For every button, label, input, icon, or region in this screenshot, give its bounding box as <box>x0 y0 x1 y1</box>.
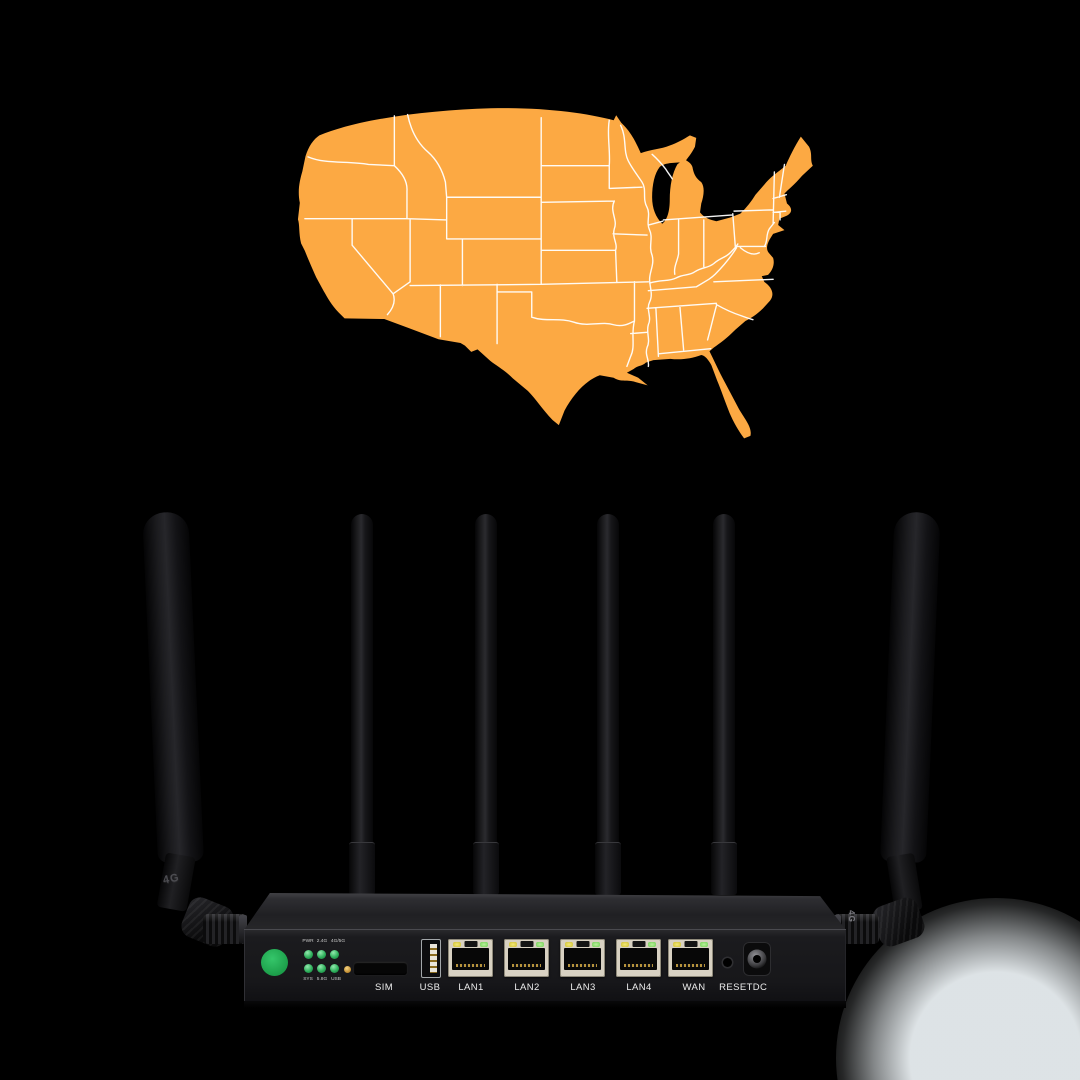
usa-map <box>245 95 850 480</box>
led-label-4g5g: 4G/5G <box>330 938 346 944</box>
led-label-pwr: PWR <box>302 938 314 944</box>
lan4-port[interactable] <box>616 939 661 977</box>
led-sys <box>304 964 313 973</box>
rod-antenna-3 <box>595 514 621 895</box>
lan1-latch <box>464 941 477 947</box>
lan1-activity-led <box>453 942 461 947</box>
usa-map-svg <box>297 108 813 439</box>
port-label-wan: WAN <box>682 982 706 993</box>
lan1-port[interactable] <box>448 939 493 977</box>
port-label-lan1: LAN1 <box>458 982 484 993</box>
port-label-dc: DC <box>752 982 768 993</box>
led-label-usb2: USB <box>331 976 341 982</box>
led-label-24g: 2.4G <box>316 938 328 944</box>
lan4-activity-led <box>621 942 629 947</box>
lan2-port[interactable] <box>504 939 549 977</box>
lan3-latch <box>576 941 589 947</box>
port-label-usb: USB <box>419 982 441 993</box>
rod-antenna-1 <box>349 514 375 895</box>
lan2-link-led <box>536 942 544 947</box>
wan-activity-led <box>673 942 681 947</box>
led-58g <box>317 964 326 973</box>
paddle-antenna-right <box>880 511 941 863</box>
usb-port[interactable] <box>421 939 441 978</box>
lan3-port[interactable] <box>560 939 605 977</box>
lan3-activity-led <box>565 942 573 947</box>
dc-power-jack[interactable] <box>743 942 771 976</box>
lan4-pins <box>624 964 653 967</box>
port-label-sim: SIM <box>374 982 394 993</box>
led-4g5g <box>330 950 339 959</box>
port-label-reset: RESET <box>719 982 753 993</box>
wan-link-led <box>700 942 708 947</box>
antenna-4g-marking-right: 4G <box>846 910 856 923</box>
lan1-link-led <box>480 942 488 947</box>
lan4-latch <box>632 941 645 947</box>
led-label-58g: 5.8G <box>316 976 328 982</box>
lan2-pins <box>512 964 541 967</box>
sim-status-led <box>344 966 351 973</box>
paddle-antenna-left <box>142 511 204 864</box>
sim-card-slot[interactable] <box>354 962 407 975</box>
router-bottom-edge <box>244 1001 846 1008</box>
usa-map-fill <box>297 108 813 439</box>
lan3-pins <box>568 964 597 967</box>
wan-pins <box>676 964 705 967</box>
led-usb <box>330 964 339 973</box>
usa-state-borders <box>304 113 788 368</box>
rod-antenna-2 <box>473 514 499 895</box>
power-indicator-circle <box>261 949 288 976</box>
port-label-lan3: LAN3 <box>570 982 596 993</box>
wan-port[interactable] <box>668 939 713 977</box>
rod-antenna-4 <box>711 514 737 895</box>
led-24g <box>317 950 326 959</box>
lan3-link-led <box>592 942 600 947</box>
antenna-hinge-left-barrel <box>203 914 247 944</box>
lan2-activity-led <box>509 942 517 947</box>
dc-jack-hole <box>753 955 761 963</box>
wan-latch <box>684 941 697 947</box>
reset-button[interactable] <box>723 958 732 967</box>
lan1-pins <box>456 964 485 967</box>
lan4-link-led <box>648 942 656 947</box>
lan2-latch <box>520 941 533 947</box>
usb-tongue <box>430 944 437 973</box>
port-label-lan4: LAN4 <box>626 982 652 993</box>
led-label-sys: SYS <box>303 976 313 982</box>
port-label-lan2: LAN2 <box>514 982 540 993</box>
led-pwr <box>304 950 313 959</box>
router-top-face <box>244 892 846 930</box>
